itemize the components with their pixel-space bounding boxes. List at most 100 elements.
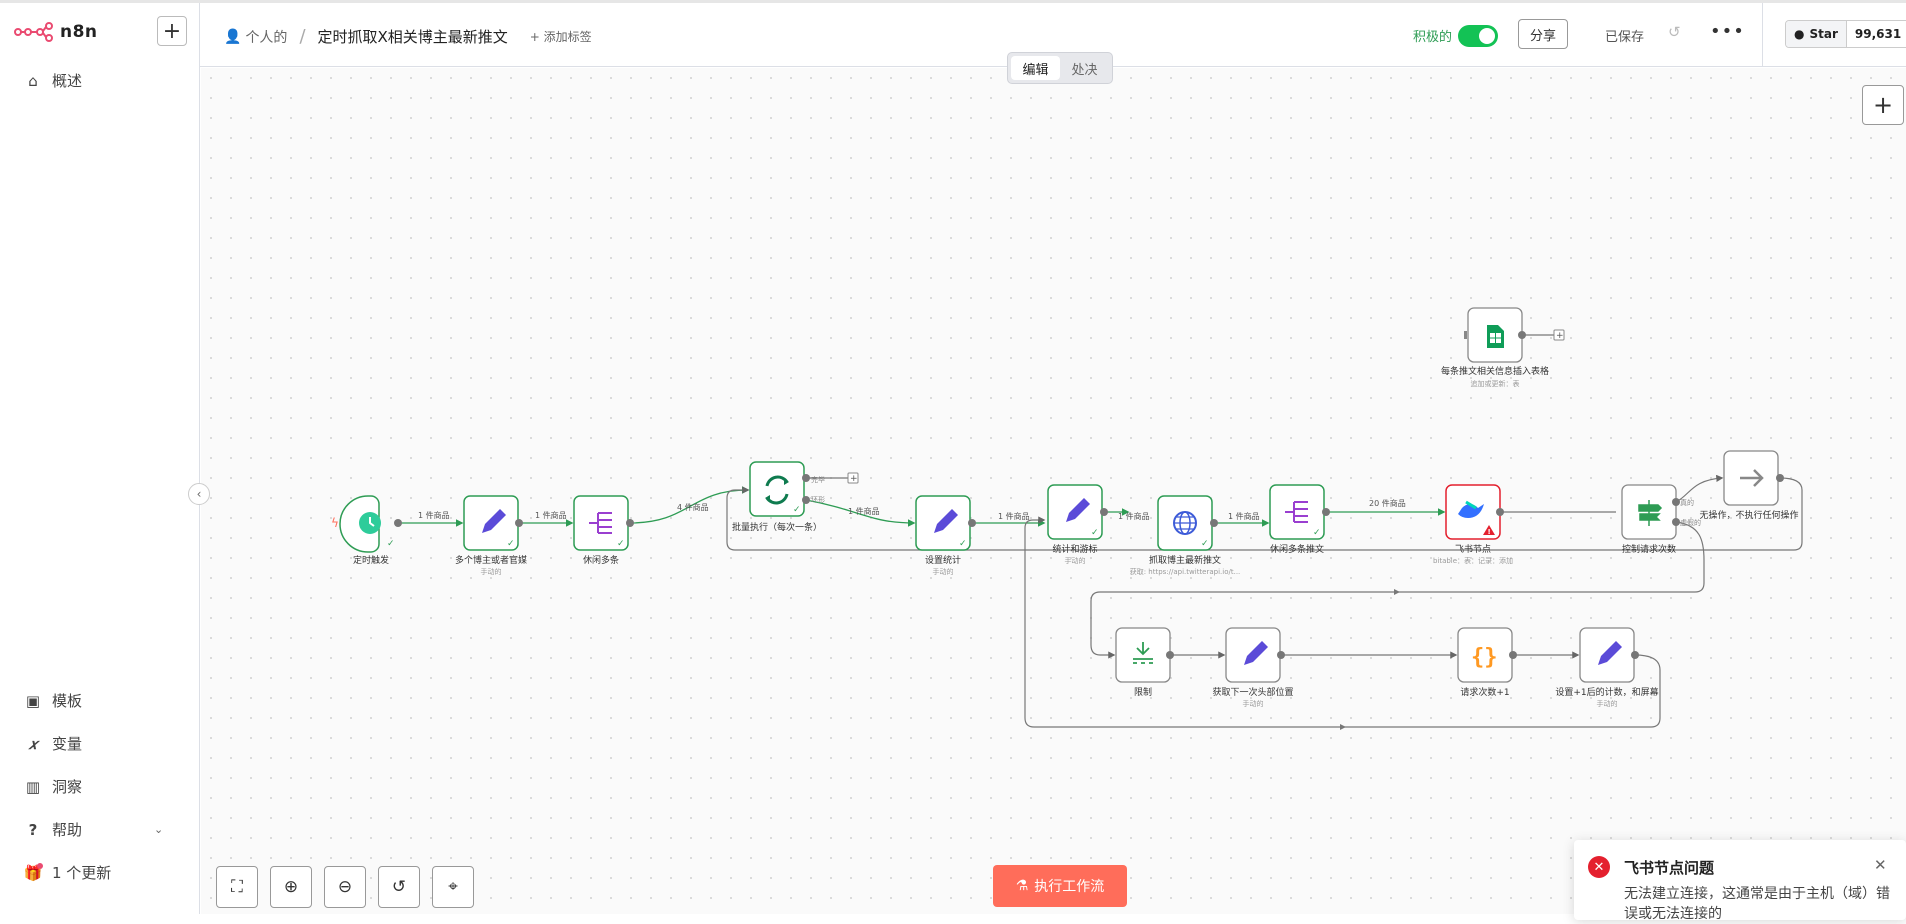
create-button[interactable]: + <box>157 16 187 46</box>
node-split-tweets[interactable]: ✓ <box>1269 484 1330 540</box>
execute-label: 执行工作流 <box>1034 879 1105 895</box>
node-title: 休闲多条推文 <box>1270 543 1324 555</box>
node-set-count[interactable] <box>1579 627 1639 683</box>
node-title: 设置统计 <box>925 554 961 566</box>
svg-text:+: + <box>1556 331 1564 341</box>
node-get-next-cursor[interactable] <box>1225 627 1285 683</box>
check-icon: ✓ <box>507 539 515 549</box>
lightning-icon: ϟ <box>331 516 339 530</box>
port-label-done: 完毕 <box>811 475 825 484</box>
sidebar-item-updates[interactable]: 🎁 1 个更新 <box>22 862 111 883</box>
close-icon[interactable]: ✕ <box>1874 856 1887 874</box>
tidy-up-button[interactable]: ⌖ <box>432 866 474 908</box>
tab-edit[interactable]: 编辑 <box>1011 56 1060 80</box>
execute-workflow-button[interactable]: ⚗ 执行工作流 <box>993 865 1127 907</box>
node-title: 无操作，不执行任何操作 <box>1699 509 1798 521</box>
node-google-sheets[interactable] <box>1464 307 1526 363</box>
node-set-stats[interactable]: ✓ <box>915 495 976 551</box>
mode-switch: 编辑 处决 <box>1007 52 1113 84</box>
fit-view-button[interactable]: ⛶ <box>216 866 258 908</box>
edge-label: 1 件商品 <box>535 510 567 520</box>
node-stats-cursor[interactable]: ✓ <box>1047 484 1108 540</box>
gift-icon: 🎁 <box>23 862 43 882</box>
node-schedule-trigger[interactable]: ϟ ✓ <box>331 495 402 553</box>
check-icon: ✓ <box>1313 528 1321 538</box>
n8n-logo[interactable]: n8n <box>14 17 98 47</box>
history-icon[interactable]: ↺ <box>1668 23 1681 41</box>
sidebar-item-templates[interactable]: ▣ 模板 <box>22 690 82 711</box>
node-title: 休闲多条 <box>583 554 619 566</box>
node-subtitle: 手动的 <box>1597 699 1618 708</box>
node-title: 定时触发 <box>353 554 389 566</box>
sidebar-item-variables[interactable]: 𝑥 变量 <box>22 733 82 754</box>
question-icon: ? <box>28 820 38 839</box>
workflow-title[interactable]: 定时抓取X相关博主最新推文 <box>317 28 508 46</box>
sidebar: n8n + ⌂ 概述 ▣ 模板 𝑥 变量 ▥ 洞察 ? 帮助 ⌄ 🎁 1 个更新… <box>0 3 210 914</box>
sidebar-item-insights[interactable]: ▥ 洞察 <box>22 776 82 797</box>
edge-label: 4 件商品 <box>677 502 709 512</box>
sidebar-item-label: 变量 <box>52 735 83 753</box>
node-limit[interactable] <box>1115 627 1174 683</box>
breadcrumb-project[interactable]: 个人的 <box>245 29 288 46</box>
check-icon: ✓ <box>793 505 801 515</box>
node-control-requests[interactable] <box>1621 484 1680 540</box>
plus-icon: + <box>1872 91 1894 119</box>
node-subtitle: 追加或更新：表 <box>1471 379 1520 388</box>
fit-view-icon: ⛶ <box>231 877 243 897</box>
undo-icon: ↺ <box>391 877 407 897</box>
sidebar-item-label: 帮助 <box>52 821 83 839</box>
active-toggle[interactable] <box>1458 25 1498 47</box>
sidebar-item-help[interactable]: ? 帮助 ⌄ <box>22 819 172 840</box>
zoom-in-button[interactable]: ⊕ <box>270 866 312 908</box>
box-icon: ▣ <box>25 691 41 710</box>
broom-icon: ⌖ <box>448 877 458 897</box>
node-request-count[interactable]: {} <box>1457 627 1517 683</box>
add-node-button[interactable]: + <box>1862 85 1904 125</box>
reset-zoom-button[interactable]: ↺ <box>378 866 420 908</box>
edge-label: 1 件商品 <box>998 511 1030 521</box>
github-icon: ● <box>1794 27 1805 41</box>
user-icon: 👤 <box>224 28 242 45</box>
node-no-op[interactable] <box>1723 450 1784 506</box>
node-title: 获取下一次头部位置 <box>1212 686 1293 698</box>
n8n-logo-icon <box>14 22 53 42</box>
node-subtitle: 获取: https://api.twitterapi.io/t... <box>1130 567 1241 576</box>
node-http-request[interactable]: ✓ <box>1157 495 1218 551</box>
node-title: 多个博主或者官媒 <box>455 554 527 566</box>
zoom-out-button[interactable]: ⊖ <box>324 866 366 908</box>
node-feishu[interactable]: ! <box>1445 484 1504 540</box>
tab-executions[interactable]: 处决 <box>1071 62 1098 78</box>
check-icon: ✓ <box>617 539 625 549</box>
edge-label: 1 件商品 <box>418 510 450 520</box>
node-set-bloggers[interactable]: ✓ <box>463 495 523 551</box>
node-split-out[interactable]: ✓ <box>573 495 634 551</box>
top-strip <box>0 0 1906 3</box>
share-button[interactable]: 分享 <box>1518 19 1568 49</box>
add-output-button[interactable]: + <box>1553 329 1565 341</box>
edge-label: 1 件商品 <box>1118 511 1150 521</box>
add-output-button[interactable]: + <box>847 472 859 484</box>
svg-text:!: ! <box>1488 528 1491 536</box>
check-icon: ✓ <box>387 539 395 549</box>
toggle-knob <box>1479 28 1495 44</box>
connection <box>1090 521 1705 659</box>
saved-status: 已保存 <box>1605 30 1645 45</box>
node-title: 批量执行（每次一条） <box>732 521 822 533</box>
toast-title: 飞书节点问题 <box>1624 859 1715 877</box>
check-icon: ✓ <box>1091 528 1099 538</box>
edge-label: 20 件商品 <box>1369 498 1406 508</box>
node-loop-batches[interactable]: ✓ <box>749 461 810 517</box>
chart-icon: ▥ <box>25 777 41 796</box>
more-options-icon[interactable]: ••• <box>1710 21 1745 42</box>
sidebar-item-label: 模板 <box>52 692 83 710</box>
sidebar-collapse-button[interactable]: ‹ <box>188 483 210 505</box>
node-subtitle: 手动的 <box>481 567 502 576</box>
sidebar-item-overview[interactable]: ⌂ 概述 <box>22 70 82 91</box>
node-title: 限制 <box>1134 686 1152 698</box>
add-tag-button[interactable]: + 添加标签 <box>529 30 592 44</box>
node-title: 统计和游标 <box>1052 543 1097 555</box>
app-name: n8n <box>60 22 98 42</box>
github-star-button[interactable]: ●Star 99,631 <box>1785 20 1906 48</box>
port-label-true: 真的 <box>1680 498 1694 507</box>
